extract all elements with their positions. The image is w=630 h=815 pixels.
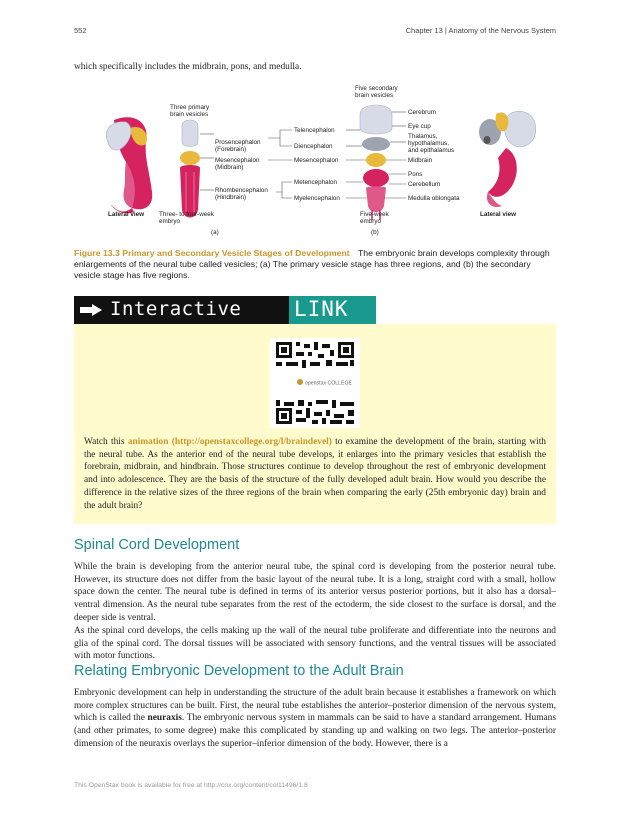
label-telencephalon: Telencephalon (294, 127, 335, 134)
figure-caption: Figure 13.3 Primary and Secondary Vesicl… (74, 248, 556, 282)
label-brain-vesicles-a: brain vesicles (170, 111, 208, 118)
label-mesencephalon-b: Mesencephalon (294, 157, 339, 164)
heading-relating: Relating Embryonic Development to the Ad… (74, 663, 404, 679)
label-myelencephalon: Myelencephalon (294, 195, 340, 202)
banner-right-block (289, 296, 376, 324)
lateral-view-right-embryo (479, 111, 536, 208)
primary-vesicles-tube (180, 119, 200, 218)
il-text-after: to examine the development of the brain,… (84, 437, 546, 511)
relating-text-before: Embryonic development can help in unders… (74, 688, 556, 724)
label-metencephalon: Metencephalon (294, 179, 338, 186)
secondary-vesicles-tube (359, 104, 393, 220)
label-thalamus: Thalamus, (408, 133, 438, 140)
qr-brand: openstax COLLEGE (305, 381, 353, 387)
label-cerebellum: Cerebellum (408, 181, 440, 188)
label-lateral-view-left: Lateral view (108, 211, 144, 218)
heading-spinal-cord: Spinal Cord Development (74, 537, 240, 553)
label-five-secondary: Five secondary (355, 85, 399, 92)
caption-text: The embryonic brain develops complexity … (74, 248, 550, 281)
connector-lines (200, 111, 406, 199)
label-eye-cup: Eye cup (408, 123, 431, 130)
label-three-primary: Three primary (170, 104, 210, 111)
interactive-link-text: Watch this animation (http://openstaxcol… (84, 436, 546, 512)
label-hindbrain: (Hindbrain) (215, 194, 246, 201)
label-forebrain: (Forebrain) (215, 146, 246, 153)
paragraph-spinal-1: While the brain is developing from the a… (74, 562, 556, 623)
neuraxis-term: neuraxis (147, 713, 182, 724)
label-embryo-a: embryo (159, 218, 180, 225)
label-hypothalamus: hypothalamus, (408, 140, 449, 147)
label-rhombencephalon: Rhombencephalon (215, 187, 268, 194)
label-pons: Pons (408, 171, 422, 178)
il-text-before: Watch this (84, 437, 128, 447)
label-embryo-b: embryo (360, 218, 381, 225)
label-panel-a: (a) (211, 229, 219, 236)
label-three-four-week: Three- to four-week (159, 211, 215, 218)
vesicle-figure: Five secondary brain vesicles Three prim… (106, 85, 536, 236)
footer-note: This OpenStax book is available for free… (74, 782, 308, 789)
animation-link[interactable]: animation (http://openstaxcollege.org/l/… (127, 437, 332, 447)
interactive-link-banner: Interactive LINK (74, 296, 376, 324)
pointing-hand-icon (80, 304, 102, 316)
paragraph-relating: Embryonic development can help in unders… (74, 687, 556, 751)
banner-left-block (74, 296, 289, 324)
paragraph-spinal-2: As the spinal cord develops, the cells m… (74, 626, 556, 662)
label-medulla: Medulla oblongata (408, 195, 460, 202)
caption-title: Figure 13.3 Primary and Secondary Vesicl… (74, 248, 350, 258)
relating-text-after: . The embryonic nervous system in mammal… (74, 713, 556, 749)
page-number: 552 (74, 26, 87, 35)
label-midbrain-a: (Midbrain) (215, 164, 243, 171)
label-brain-vesicles-b: brain vesicles (355, 92, 393, 99)
chapter-header: Chapter 13 | Anatomy of the Nervous Syst… (405, 26, 556, 35)
intro-line: which specifically includes the midbrain… (74, 62, 302, 72)
label-diencephalon: Diencephalon (294, 143, 333, 150)
qr-code[interactable]: openstax COLLEGE (270, 338, 360, 428)
label-mesencephalon-a: Mesencephalon (215, 157, 260, 164)
banner-interactive-text: Interactive (110, 298, 242, 320)
banner-link-text: LINK (294, 297, 349, 321)
label-panel-b: (b) (371, 229, 379, 236)
label-prosencephalon: Prosencephalon (215, 139, 261, 146)
interactive-link-box: openstax COLLEGE Watch this animation (h… (74, 324, 556, 524)
label-lateral-view-right: Lateral view (480, 211, 516, 218)
label-five-week: Five-week (360, 211, 390, 218)
label-epithalamus: and epithalamus (408, 147, 454, 154)
label-midbrain: Midbrain (408, 157, 433, 164)
lateral-view-left-embryo (106, 117, 153, 214)
label-cerebrum: Cerebrum (408, 109, 436, 116)
